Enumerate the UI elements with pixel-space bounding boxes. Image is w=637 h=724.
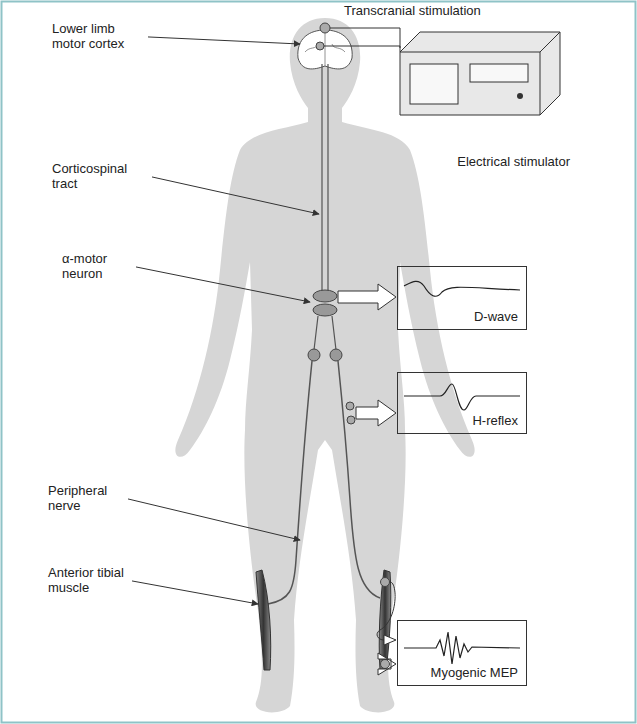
muscle-electrode <box>381 660 390 669</box>
recording-box: D-wave <box>397 266 527 330</box>
part-label: Anterior tibial muscle <box>48 566 128 596</box>
nerve-electrode <box>346 402 354 410</box>
part-label: Peripheral nerve <box>48 484 124 514</box>
stimulator-panel <box>470 64 528 82</box>
leader-line <box>136 267 310 302</box>
recording-arrow <box>338 284 396 310</box>
motor-neuron <box>313 304 337 316</box>
leader-line <box>148 37 300 44</box>
corticospinal-tract-line <box>322 64 328 292</box>
node-label: D-wave <box>474 310 518 325</box>
recording-box: H-reflex <box>397 372 527 434</box>
node-label: H-reflex <box>472 414 518 429</box>
stimulator-knob <box>517 93 523 99</box>
brain-folds <box>305 32 345 66</box>
node-label: Electrical stimulator <box>457 155 570 170</box>
tibial-muscle <box>256 570 271 670</box>
nerve-electrode <box>347 416 355 424</box>
leader-line <box>128 499 300 540</box>
recording-box: Myogenic MEP <box>397 620 527 686</box>
part-label: Lower limb motor cortex <box>52 22 144 52</box>
part-label: Transcranial stimulation <box>344 4 544 19</box>
root-line <box>314 316 336 350</box>
recording-arrow <box>356 400 396 426</box>
stimulator-edges <box>400 32 560 115</box>
stimulator-wire <box>324 28 400 52</box>
leader-line <box>132 581 258 604</box>
stimulator-body <box>400 32 560 115</box>
recording-wire <box>377 582 395 640</box>
stimulator-device: Electrical stimulator <box>392 22 570 170</box>
peripheral-nerve <box>268 361 312 604</box>
peripheral-nerve <box>338 361 380 598</box>
ganglion <box>330 349 342 361</box>
mep-trace <box>404 632 520 664</box>
brain <box>298 30 352 69</box>
scalp-electrode <box>320 23 330 33</box>
scalp-electrode <box>316 42 324 50</box>
recording-arrow <box>378 653 396 675</box>
part-label: Corticospinal tract <box>52 162 148 192</box>
muscle-electrode <box>381 578 390 587</box>
part-label: α-motor neuron <box>62 252 132 282</box>
recording-arrowhead <box>384 635 396 645</box>
d-wave-trace <box>404 281 520 296</box>
ganglion <box>308 349 320 361</box>
body-silhouette <box>175 18 474 712</box>
node-label: Myogenic MEP <box>431 666 518 681</box>
stimulator-panel <box>410 64 458 104</box>
leader-line <box>152 177 319 214</box>
h-reflex-trace <box>404 384 520 410</box>
motor-neuron <box>313 290 337 302</box>
